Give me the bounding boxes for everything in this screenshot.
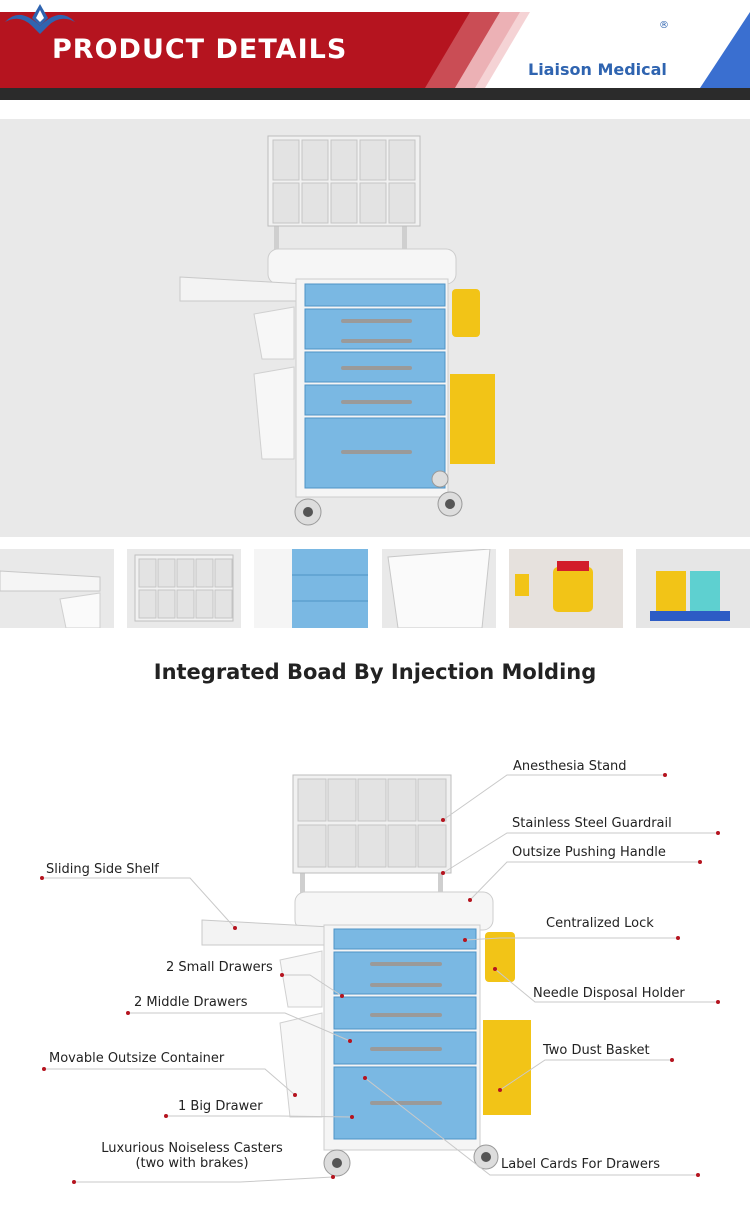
header-background — [0, 12, 750, 100]
callout-lines — [42, 774, 718, 1183]
callout-casters-line1: Luxurious Noiseless Casters — [101, 1141, 283, 1156]
section-title: Integrated Boad By Injection Molding — [153, 660, 597, 684]
thumbnail-drawers[interactable] — [254, 549, 368, 628]
trolley-diagram-illustration — [40, 773, 720, 1184]
callout-outsize-container: Movable Outsize Container — [49, 1051, 225, 1066]
labeled-diagram: Anesthesia Stand Stainless Steel Guardra… — [0, 745, 750, 1215]
hero-product-image — [0, 119, 750, 537]
callout-big-drawer: 1 Big Drawer — [178, 1099, 263, 1114]
brand-name: Liaison Medical — [528, 60, 667, 79]
thumbnail-anesthesia-stand[interactable] — [127, 549, 241, 628]
callout-middle-drawers: 2 Middle Drawers — [134, 995, 248, 1010]
callout-anesthesia-stand: Anesthesia Stand — [513, 759, 627, 774]
callout-small-drawers: 2 Small Drawers — [166, 960, 273, 975]
thumbnail-container[interactable] — [382, 549, 496, 628]
callout-endpoints — [40, 773, 720, 1184]
thumbnail-sliding-shelf[interactable] — [0, 549, 114, 628]
callout-dust-basket: Two Dust Basket — [543, 1043, 650, 1058]
thumbnail-needle-holder[interactable] — [509, 549, 623, 628]
callout-needle-holder: Needle Disposal Holder — [533, 986, 685, 1001]
callout-sliding-shelf: Sliding Side Shelf — [46, 862, 159, 877]
thumbnail-dust-baskets[interactable] — [636, 549, 750, 628]
callout-pushing-handle: Outsize Pushing Handle — [512, 845, 666, 860]
anesthesia-trolley-illustration — [179, 135, 495, 526]
liaison-logo-icon — [5, 4, 75, 34]
thumbnail-strip — [0, 549, 750, 628]
callout-casters-line2: (two with brakes) — [135, 1156, 249, 1171]
callout-label-cards: Label Cards For Drawers — [501, 1157, 661, 1172]
callout-casters: Luxurious Noiseless Casters (two with br… — [92, 1141, 292, 1171]
registered-mark: ® — [659, 20, 669, 31]
callout-guardrail: Stainless Steel Guardrail — [512, 816, 672, 831]
header-banner: PRODUCT DETAILS ® Liaison Medical — [0, 0, 750, 100]
page-title: PRODUCT DETAILS — [52, 34, 348, 65]
callout-centralized-lock: Centralized Lock — [546, 916, 654, 931]
